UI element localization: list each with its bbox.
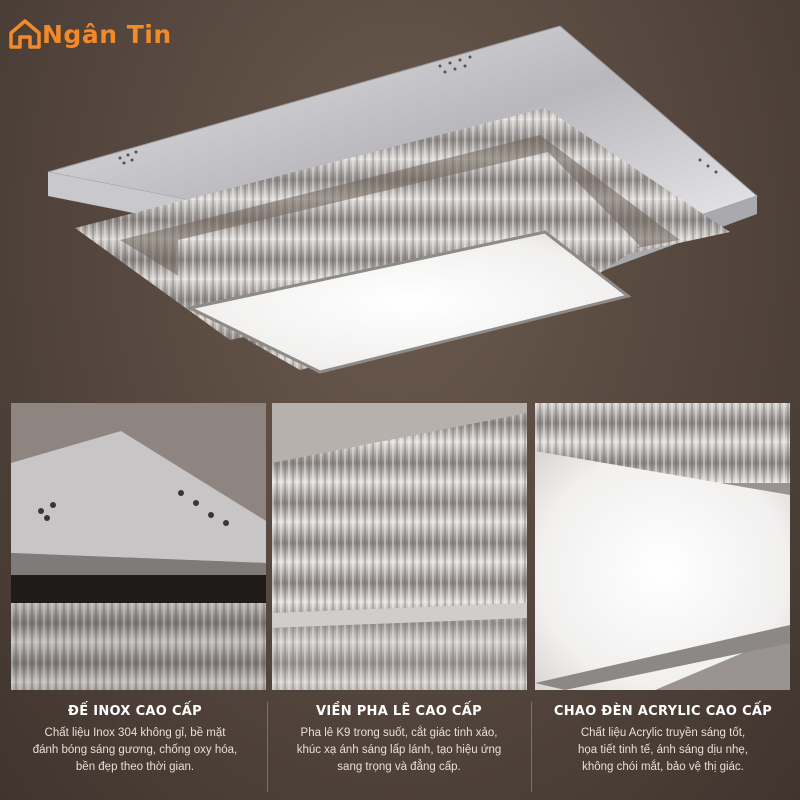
feature-line: Pha lê K9 trong suốt, cắt giác tinh xảo, [300,727,498,739]
feature-line: sang trọng và đẳng cấp. [337,761,461,773]
caption-divider [267,702,268,792]
feature-line: Chất liệu Inox 304 không gỉ, bề mặt [44,727,226,739]
feature-line: bền đẹp theo thời gian. [75,761,195,773]
house-logo-icon [9,19,41,49]
brand-logo: Ngân Tin [8,14,172,54]
feature-caption-crystal: VIỀN PHA LÊ CAO CẤP Pha lê K9 trong suốt… [268,694,530,776]
feature-line: họa tiết tinh tế, ánh sáng dịu nhẹ, [577,744,749,756]
feature-description: Pha lê K9 trong suốt, cắt giác tinh xảo,… [268,725,530,776]
brand-name: Ngân Tin [42,20,172,49]
feature-description: Chất liệu Acrylic truyền sáng tốt, họa t… [532,725,794,776]
feature-title: VIỀN PHA LÊ CAO CẤP [316,704,482,719]
acrylic-shade-detail-image [535,403,790,690]
feature-title: CHAO ĐÈN ACRYLIC CAO CẤP [553,704,773,719]
feature-line: khúc xạ ánh sáng lấp lánh, tạo hiệu ứng [296,744,502,756]
feature-caption-inox: ĐẾ INOX CAO CẤP Chất liệu Inox 304 không… [4,694,266,776]
feature-caption-acrylic: CHAO ĐÈN ACRYLIC CAO CẤP Chất liệu Acryl… [532,694,794,776]
feature-line: không chói mắt, bảo vệ thị giác. [582,761,744,773]
feature-description: Chất liệu Inox 304 không gỉ, bề mặt đánh… [4,725,266,776]
brand-name-part2: Tin [126,19,172,49]
brand-name-part1: Ngân [42,19,118,49]
crystal-border-detail-image [272,403,527,690]
feature-line: Chất liệu Acrylic truyền sáng tốt, [580,727,746,739]
feature-title: ĐẾ INOX CAO CẤP [68,704,202,719]
chandelier-hero-image [47,25,758,374]
caption-divider [531,702,532,792]
inox-base-detail-image [11,403,266,690]
feature-line: đánh bóng sáng gương, chống oxy hóa, [32,744,238,756]
